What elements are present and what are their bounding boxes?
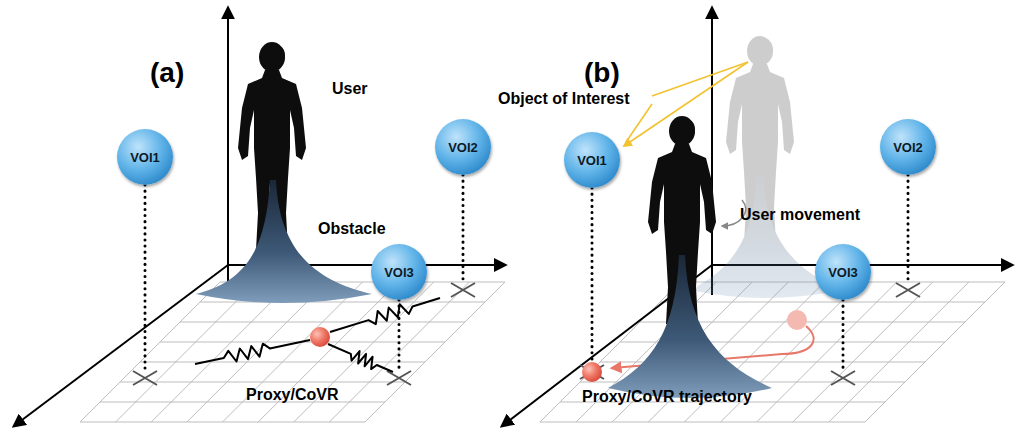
voi-label: VOI1	[130, 150, 160, 165]
voi-sphere: VOI3	[815, 244, 871, 300]
trajectory-label: Proxy/CoVR trajectory	[582, 388, 752, 406]
voi-label: VOI3	[384, 265, 414, 280]
object-label: Object of Interest	[498, 90, 630, 108]
movement-label: User movement	[740, 206, 860, 224]
voi-sphere: VOI1	[117, 129, 173, 185]
voi-label: VOI2	[448, 140, 478, 155]
voi-label: VOI2	[893, 140, 923, 155]
obstacle-label: Obstacle	[318, 220, 386, 238]
voi-sphere: VOI3	[371, 244, 427, 300]
voi-sphere: VOI2	[880, 119, 936, 175]
panel-letter: (b)	[584, 58, 620, 89]
voi-label: VOI3	[828, 265, 858, 280]
panel-letter: (a)	[150, 58, 184, 89]
proxy-label: Proxy/CoVR	[246, 386, 338, 404]
voi-sphere: VOI2	[435, 119, 491, 175]
user-label: User	[332, 80, 368, 98]
voi-label: VOI1	[577, 153, 607, 168]
voi-sphere: VOI1	[564, 132, 620, 188]
